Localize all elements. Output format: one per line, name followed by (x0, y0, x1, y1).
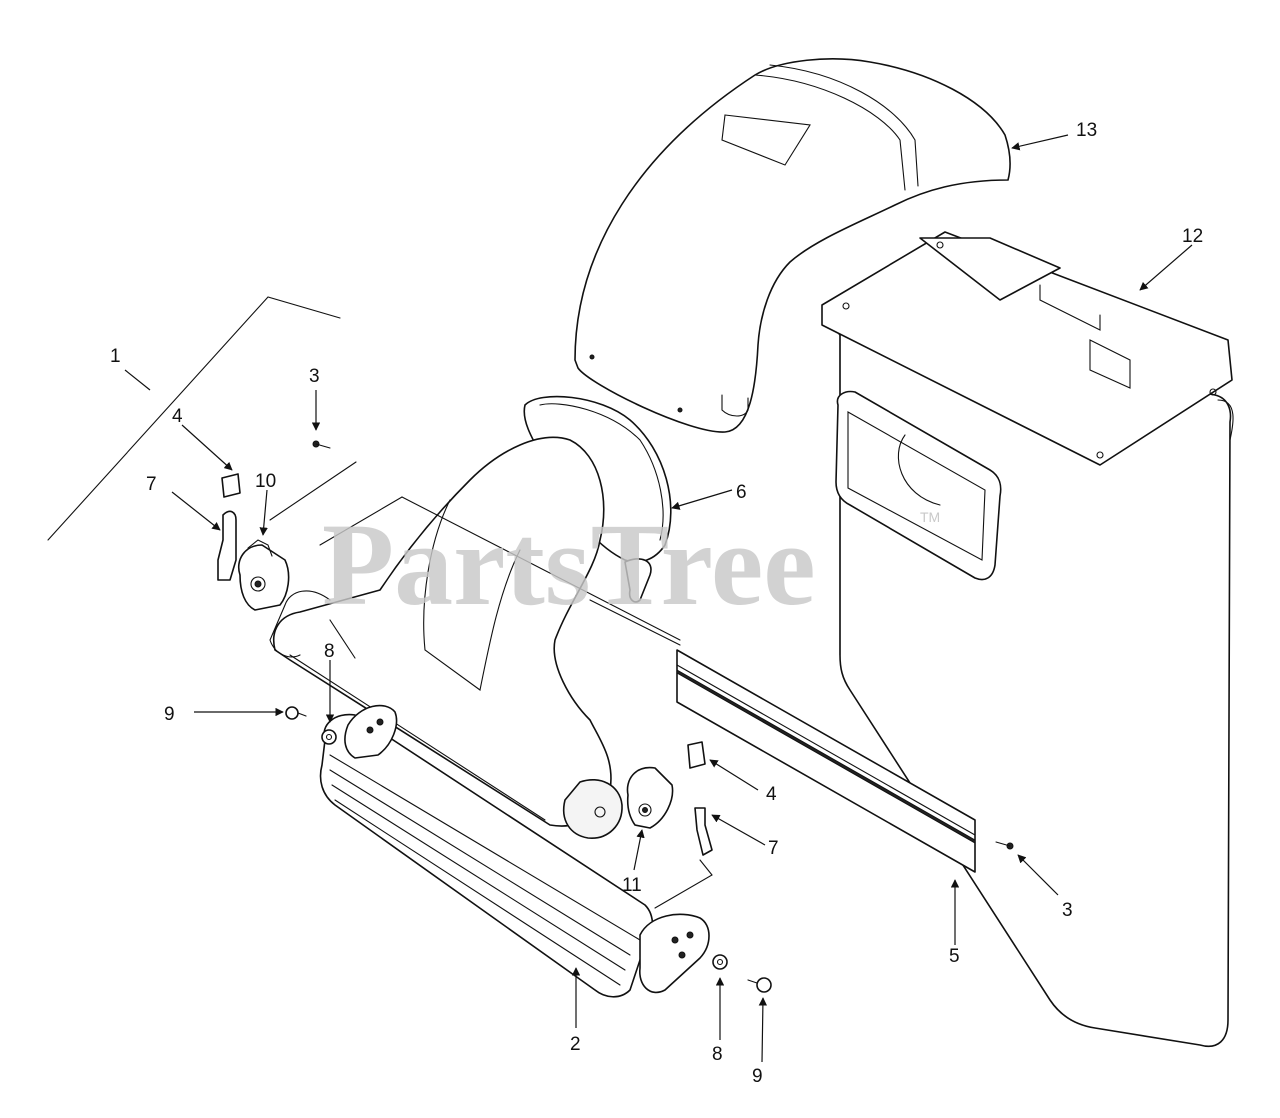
callout-7-left: 7 (146, 474, 157, 495)
watermark-trademark: TM (920, 509, 940, 525)
callout-1: 1 (110, 346, 121, 367)
callout-8-right: 8 (712, 1044, 723, 1065)
callout-8-left: 8 (324, 641, 335, 662)
callout-13: 13 (1076, 120, 1097, 141)
part-9-bolts (285, 706, 772, 993)
callout-6: 6 (736, 482, 747, 503)
watermark: PartsTree TM (322, 499, 940, 630)
part-5-hinge-strip (676, 649, 976, 873)
callout-3-right: 3 (1062, 900, 1073, 921)
callout-12: 12 (1182, 226, 1203, 247)
callout-2: 2 (570, 1034, 581, 1055)
callout-4-right: 4 (766, 784, 777, 805)
callout-3-left: 3 (309, 366, 320, 387)
callout-9-left: 9 (164, 704, 175, 725)
callout-numbers: 1 2 3 3 4 4 5 6 7 7 8 8 9 9 10 11 12 13 (110, 120, 1203, 1087)
callout-5: 5 (949, 946, 960, 967)
part-4-caps (221, 473, 706, 769)
part-12-bag-assembly (821, 231, 1234, 1047)
callout-10: 10 (255, 471, 276, 492)
callout-11: 11 (622, 875, 642, 896)
part-10-left-bracket (238, 539, 290, 611)
part-8-washers (321, 729, 728, 970)
part-7-latch-springs (217, 510, 713, 856)
part-6-discharge-chute (269, 395, 672, 839)
callout-9-right: 9 (752, 1066, 763, 1087)
callout-7-right: 7 (768, 838, 779, 859)
part-13-bag-cover (574, 58, 1011, 433)
watermark-text: PartsTree (322, 499, 816, 630)
explode-lines (47, 296, 713, 909)
part-2-mounting-bracket (319, 704, 710, 998)
part-3-screws (312, 440, 1014, 850)
leader-lines (124, 134, 1193, 1063)
callout-4-left: 4 (172, 406, 183, 427)
part-11-right-bracket (626, 766, 674, 829)
